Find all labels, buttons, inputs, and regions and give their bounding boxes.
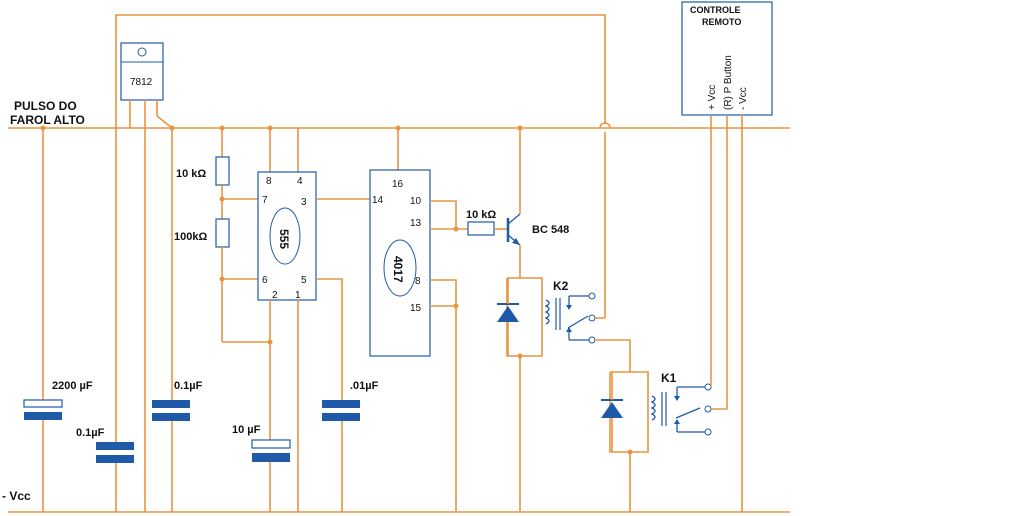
pin-4017-8: 8 xyxy=(415,276,421,287)
remote-pin-button: (R) P Button xyxy=(723,55,734,110)
pin-4017-10: 10 xyxy=(410,196,422,207)
pin-4017-15: 15 xyxy=(410,303,422,314)
c001-label: .01µF xyxy=(350,380,379,392)
ic-4017: 4017 16 10 14 13 8 15 xyxy=(369,169,431,357)
relay-k1-contacts xyxy=(674,383,712,436)
capacitor-01uf-right xyxy=(152,400,190,421)
resistor-10k xyxy=(215,156,230,186)
r10k-label: 10 kΩ xyxy=(176,168,206,180)
c01b-label: 0.1µF xyxy=(174,380,203,392)
pin-555-7: 7 xyxy=(262,195,268,206)
resistor-100k xyxy=(215,218,230,248)
ic4017-label: 4017 xyxy=(391,256,405,283)
remote-control-box: CONTROLE REMOTO + Vcc (R) P Button - Vcc xyxy=(681,1,773,116)
pin-555-1: 1 xyxy=(295,290,301,301)
transistor-bc548 xyxy=(506,213,521,246)
remote-pin-vcc: + Vcc xyxy=(707,85,718,110)
pin-555-5: 5 xyxy=(301,275,307,286)
relay-k2-contacts xyxy=(566,292,596,344)
r10k-base-label: 10 kΩ xyxy=(466,209,496,221)
pulse-label-1: PULSO DO xyxy=(14,99,77,113)
pin-555-4: 4 xyxy=(297,176,303,187)
c01a-label: 0.1µF xyxy=(76,427,105,439)
r100k-label: 100kΩ xyxy=(174,231,207,243)
minus-vcc-label: - Vcc xyxy=(2,489,31,503)
c10u-label: 10 µF xyxy=(232,424,261,436)
wire-crossover xyxy=(599,122,611,129)
pulse-label-2: FAROL ALTO xyxy=(10,113,85,127)
pin-555-8: 8 xyxy=(266,176,272,187)
capacitor-2200uf xyxy=(23,399,63,420)
diode-k2 xyxy=(497,303,519,322)
pin-4017-13: 13 xyxy=(410,218,422,229)
resistor-10k-base xyxy=(467,221,495,236)
remote-title-1: CONTROLE xyxy=(690,5,741,15)
relay-k1-coil xyxy=(650,392,667,426)
pin-555-6: 6 xyxy=(262,275,268,286)
capacitor-10uf xyxy=(251,439,291,462)
ic555-label: 555 xyxy=(277,229,291,249)
relay-k2-coil xyxy=(544,298,561,330)
remote-title-2: REMOTO xyxy=(702,17,741,27)
regulator-7812: 7812 xyxy=(120,42,164,101)
capacitor-001uf xyxy=(322,400,360,421)
capacitor-01uf-left xyxy=(96,442,134,463)
regulator-label: 7812 xyxy=(130,77,153,88)
pin-4017-16: 16 xyxy=(392,179,404,190)
c2200-label: 2200 µF xyxy=(52,380,93,392)
ic-555: 555 8 4 7 3 6 5 2 1 xyxy=(257,171,317,301)
pin-555-2: 2 xyxy=(272,290,278,301)
top-wire xyxy=(115,14,606,128)
remote-pin-gnd: - Vcc xyxy=(738,87,749,110)
pin-4017-14: 14 xyxy=(372,195,384,206)
relay-k2-label: K2 xyxy=(553,279,569,293)
pin-555-3: 3 xyxy=(301,197,307,208)
diode-k1 xyxy=(601,399,623,418)
transistor-label: BC 548 xyxy=(532,224,569,236)
relay-k1-label: K1 xyxy=(661,371,677,385)
